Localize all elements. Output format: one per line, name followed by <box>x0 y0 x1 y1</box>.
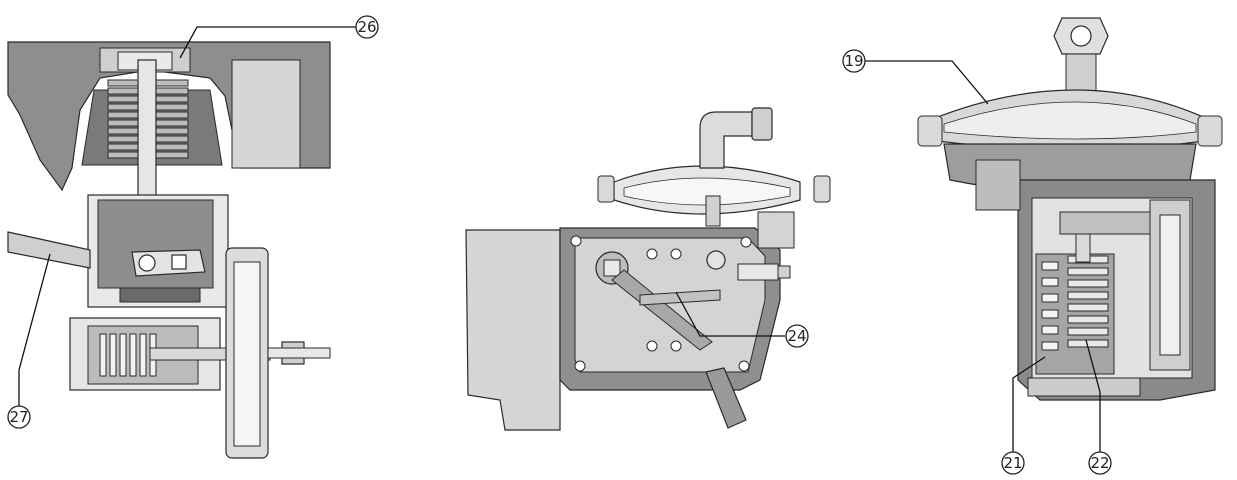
side-fitting <box>737 263 779 281</box>
capsule-bolts <box>597 175 831 203</box>
callout-27-label: 27 <box>9 408 28 426</box>
callout-19: 19 <box>842 49 989 105</box>
left-panel-actuator-cutaway <box>7 41 331 459</box>
positioner-handle <box>705 367 747 429</box>
lever-square-shaft <box>171 254 187 270</box>
top-nut-bore <box>1070 25 1092 47</box>
callout-21-label: 21 <box>1003 454 1022 472</box>
right-block <box>757 211 795 249</box>
body-screws <box>570 235 752 372</box>
top-capsule-inner <box>623 177 791 206</box>
lever-pivot <box>138 254 156 272</box>
callout-21: 21 <box>1001 356 1046 475</box>
callout-26: 26 <box>179 15 379 59</box>
tube-line <box>267 347 331 359</box>
callout-22-label: 22 <box>1090 454 1109 472</box>
relay-port <box>706 250 726 270</box>
inner-spring <box>1067 255 1109 348</box>
yoke-plate <box>119 287 201 303</box>
cage-spring-left <box>1041 261 1059 351</box>
dome-bolts <box>917 115 1223 147</box>
beam-arm <box>639 289 721 306</box>
feedback-arm <box>611 269 713 351</box>
cam-square <box>603 259 621 277</box>
diaphragm-inner <box>233 261 261 447</box>
capsule-stem <box>705 195 721 227</box>
callout-19-label: 19 <box>844 52 863 70</box>
right-panel-regulator-cutaway <box>917 17 1223 401</box>
housing-right-wall <box>231 59 301 169</box>
right-column-slot <box>1159 214 1181 356</box>
callout-24-label: 24 <box>787 327 806 345</box>
callout-26-label: 26 <box>357 18 376 36</box>
callout-24: 24 <box>675 291 809 348</box>
callout-27: 27 <box>7 253 51 429</box>
elbow-fitting <box>699 111 753 169</box>
callout-22: 22 <box>1085 339 1112 475</box>
upper-dome-inner <box>943 101 1197 140</box>
regulator-base <box>1027 377 1141 397</box>
elbow-nut <box>751 107 773 141</box>
center-panel-positioner-cutaway <box>465 107 831 431</box>
body-left-port <box>975 159 1021 211</box>
external-arm <box>7 231 91 269</box>
side-fitting-end <box>777 265 791 279</box>
mounting-bracket <box>465 229 561 431</box>
